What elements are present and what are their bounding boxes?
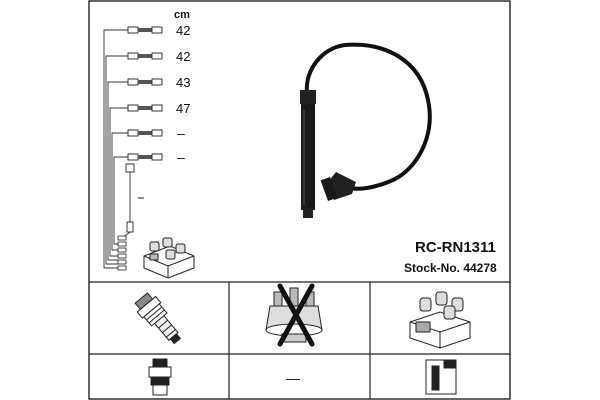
ignition-coil-icon <box>409 291 471 349</box>
lead-row-5: – <box>127 125 185 141</box>
unit-label: cm <box>174 9 190 21</box>
lead-length: 42 <box>176 23 190 38</box>
lead-length: 43 <box>176 75 190 90</box>
lead-length: – <box>177 125 185 141</box>
boot-connector-icon <box>127 26 163 34</box>
lead-row-2: 42 <box>127 49 190 64</box>
boot-connector-icon <box>127 153 163 161</box>
spark-plug-boot-icon <box>148 358 172 396</box>
lead-row-1: 42 <box>127 23 190 38</box>
spark-plug-icon <box>134 292 182 345</box>
stock-number: Stock-No. 44278 <box>404 261 497 275</box>
ignition-lead-illustration <box>300 42 432 218</box>
boot-connector-icon <box>127 129 163 137</box>
lead-row-4: 47 <box>127 101 190 116</box>
ignition-coil-small-icon <box>143 237 195 279</box>
wire-bundle <box>103 29 131 269</box>
component-dash: — <box>286 370 300 386</box>
lead-row-6: – <box>127 149 185 165</box>
boot-connector-icon <box>127 52 163 60</box>
lead-row-3: 43 <box>127 75 190 90</box>
lead-length: 47 <box>176 101 190 116</box>
not-applicable-cross-icon <box>277 283 315 347</box>
lead-length: 42 <box>176 49 190 64</box>
lead-length: – <box>177 149 185 165</box>
terminal-stack-icon <box>117 235 127 271</box>
boot-connector-icon <box>127 78 163 86</box>
coil-connector-icon <box>425 359 457 395</box>
boot-connector-icon <box>127 104 163 112</box>
part-number: RC-RN1311 <box>415 239 496 256</box>
diagram-frame <box>88 0 511 400</box>
short-lead-icon <box>125 163 144 233</box>
